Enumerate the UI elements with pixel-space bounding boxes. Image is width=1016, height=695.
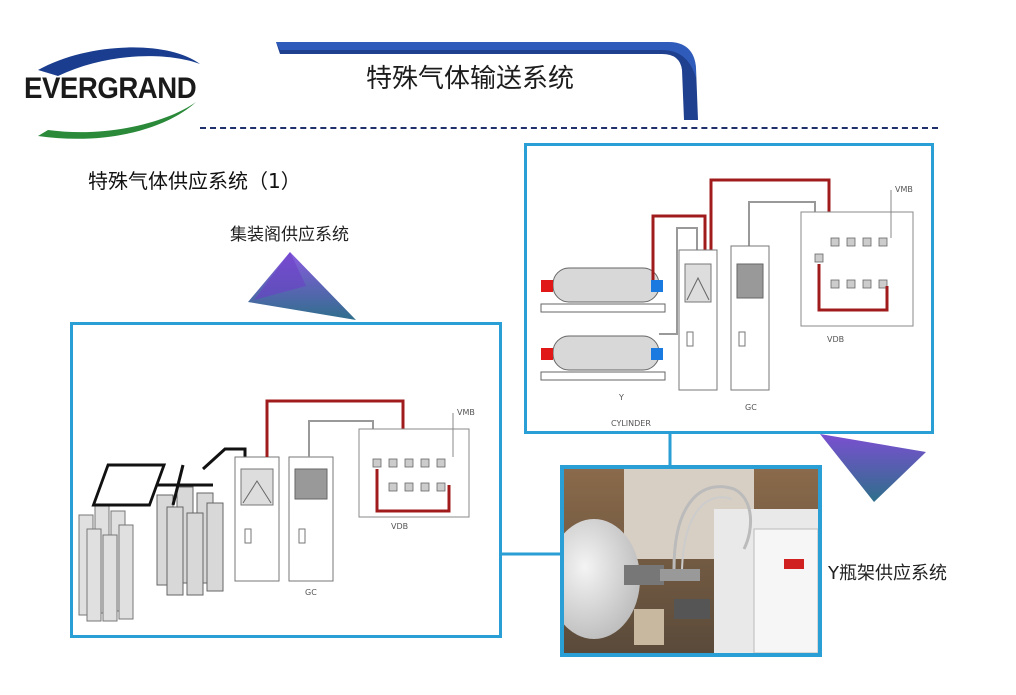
logo-text: EVERGRAND bbox=[24, 72, 197, 105]
cylinder-supply-label: Y瓶架供应系统 bbox=[828, 563, 947, 584]
cylinder-photo bbox=[560, 465, 822, 657]
manifold-supply-label: 集装阁供应系统 bbox=[230, 225, 349, 245]
title-banner bbox=[270, 38, 702, 122]
diagram-label-gc-right: GC bbox=[745, 403, 757, 412]
cylinder-diagram-panel: Y CYLINDER GC VMB VDB bbox=[524, 143, 934, 434]
divider bbox=[200, 127, 938, 129]
section-subtitle: 特殊气体供应系统（1） bbox=[88, 169, 301, 193]
manifold-diagram-panel: GC VMB VDB bbox=[70, 322, 502, 638]
diagram-label-y: Y bbox=[618, 393, 624, 402]
diagram-label-vmb: VMB bbox=[457, 408, 475, 417]
diagram-label-vmb-right: VMB bbox=[895, 185, 913, 194]
page-title: 特殊气体输送系统 bbox=[365, 64, 574, 94]
manifold-diagram: GC VMB VDB bbox=[78, 399, 475, 622]
cylinder-photo-image bbox=[564, 469, 818, 653]
triangle-marker-left bbox=[248, 252, 356, 320]
diagram-label-vdb: VDB bbox=[391, 522, 408, 531]
cylinder-diagram: Y CYLINDER GC VMB VDB bbox=[540, 178, 914, 428]
diagram-label-gc: GC bbox=[305, 588, 317, 597]
panel-connector bbox=[502, 434, 672, 556]
diagram-label-cylinder: CYLINDER bbox=[611, 419, 651, 428]
triangle-marker-right bbox=[820, 434, 926, 502]
diagram-label-vdb-right: VDB bbox=[827, 335, 844, 344]
evergrand-logo: EVERGRAND bbox=[18, 42, 208, 142]
